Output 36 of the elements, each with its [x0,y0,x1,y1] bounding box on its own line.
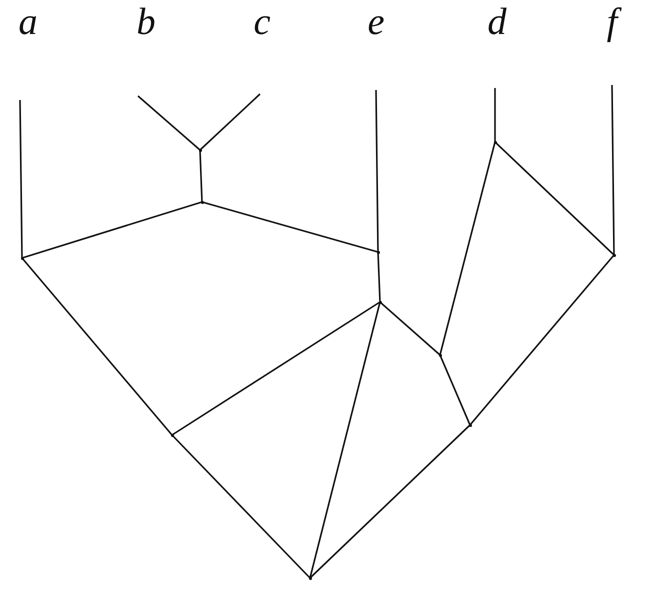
branch-line [171,434,311,579]
branch-line [439,354,471,426]
branch-line [469,254,615,426]
branch-line [494,141,615,256]
leaf-label: e [366,2,386,42]
branch-line [439,142,496,356]
leaf-label: a [18,2,38,42]
branch-line [202,201,378,253]
junction-point [494,140,496,144]
junction-point [468,424,472,426]
branch-line [172,301,380,436]
branch-line [22,201,202,259]
junction-point [170,434,174,436]
branch-line [19,100,23,258]
branch-line [611,85,615,255]
leaf-label: d [486,2,508,42]
junction-point [308,576,312,580]
branch-line [375,90,379,252]
branch-line [379,301,441,356]
branch-line [199,93,261,151]
branch-line [309,302,381,578]
junction-point [438,354,442,356]
leaf-label: b [136,2,156,42]
junction-point [200,200,204,204]
leaf-label: f [587,2,637,42]
leaf-label: c [252,2,272,42]
branch-line [377,252,381,302]
junction-point [198,148,202,152]
branch-line [21,257,173,436]
junction-point [612,254,616,256]
branch-line [199,150,203,202]
junction-point [20,256,24,260]
branch-line [494,88,496,142]
branch-line [137,95,201,151]
branch-line [309,424,471,579]
junction-point [376,250,380,254]
